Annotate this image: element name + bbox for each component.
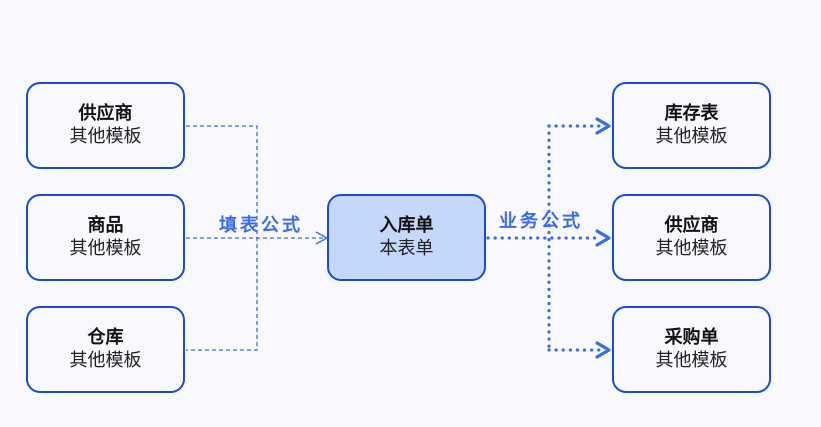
source-node-supplier[interactable]: 供应商 其他模板 bbox=[26, 82, 185, 169]
node-title: 采购单 bbox=[664, 327, 719, 348]
edge-label-fill-formula: 填表公式 bbox=[219, 215, 303, 236]
target-node-purchase-order[interactable]: 采购单 其他模板 bbox=[612, 306, 771, 393]
node-title: 仓库 bbox=[87, 327, 124, 348]
node-subtitle: 其他模板 bbox=[69, 126, 142, 147]
node-title: 供应商 bbox=[78, 103, 133, 124]
edge-label-business-formula: 业务公式 bbox=[499, 211, 583, 232]
node-subtitle: 其他模板 bbox=[69, 238, 142, 259]
source-node-warehouse[interactable]: 仓库 其他模板 bbox=[26, 306, 185, 393]
arrow-head-target-2 bbox=[595, 229, 611, 247]
left-connectors bbox=[186, 125, 326, 351]
node-title: 商品 bbox=[87, 215, 124, 236]
node-subtitle: 其他模板 bbox=[655, 126, 728, 147]
node-subtitle: 其他模板 bbox=[69, 350, 142, 371]
node-title: 库存表 bbox=[664, 103, 719, 124]
arrow-head-target-3 bbox=[595, 341, 611, 359]
center-node-inbound-form[interactable]: 入库单 本表单 bbox=[327, 194, 486, 281]
target-node-supplier[interactable]: 供应商 其他模板 bbox=[612, 194, 771, 281]
node-subtitle: 其他模板 bbox=[655, 238, 728, 259]
node-subtitle: 其他模板 bbox=[655, 350, 728, 371]
right-connectors bbox=[486, 124, 602, 352]
target-node-inventory[interactable]: 库存表 其他模板 bbox=[612, 82, 771, 169]
source-node-product[interactable]: 商品 其他模板 bbox=[26, 194, 185, 281]
node-title: 入库单 bbox=[379, 215, 434, 236]
node-subtitle: 本表单 bbox=[379, 238, 434, 259]
arrow-head-target-1 bbox=[595, 117, 611, 135]
node-title: 供应商 bbox=[664, 215, 719, 236]
